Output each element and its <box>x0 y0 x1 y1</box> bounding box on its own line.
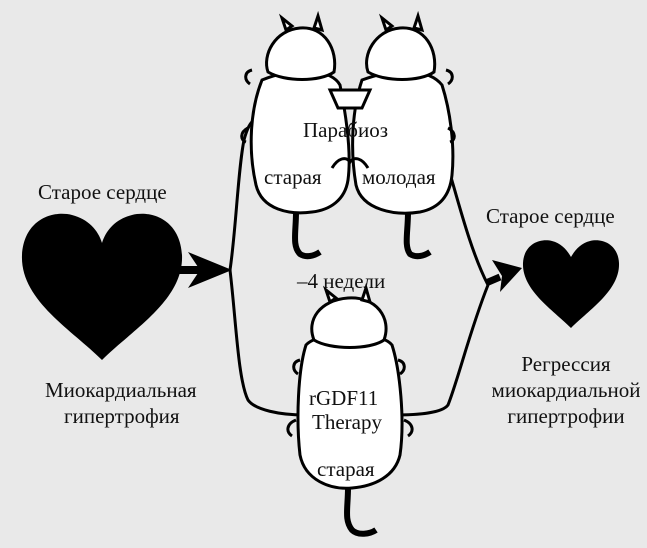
right-caption-line3: гипертрофии <box>486 404 646 428</box>
right-caption-line2: миокардиальной <box>486 378 646 402</box>
output-arrow <box>486 260 522 292</box>
therapy-line1: rGDF11 <box>309 386 378 410</box>
left-caption-line2: гипертрофия <box>64 404 180 428</box>
duration-label: –4 недели <box>297 269 385 293</box>
left-heart-title: Старое сердце <box>38 180 167 204</box>
old-heart-right-icon <box>523 240 619 328</box>
old-heart-left-icon <box>22 214 182 360</box>
mouse-old-bottom-label: старая <box>317 457 375 481</box>
right-heart-title: Старое сердце <box>486 204 615 228</box>
input-arrow <box>178 252 232 288</box>
right-caption-line1: Регрессия <box>486 352 646 376</box>
mouse-old-label: старая <box>264 165 322 189</box>
therapy-line2: Therapy <box>312 410 382 434</box>
mouse-young-label: молодая <box>362 165 436 189</box>
parabiosis-label: Парабиоз <box>303 118 388 142</box>
left-caption-line1: Миокардиальная <box>45 378 197 402</box>
